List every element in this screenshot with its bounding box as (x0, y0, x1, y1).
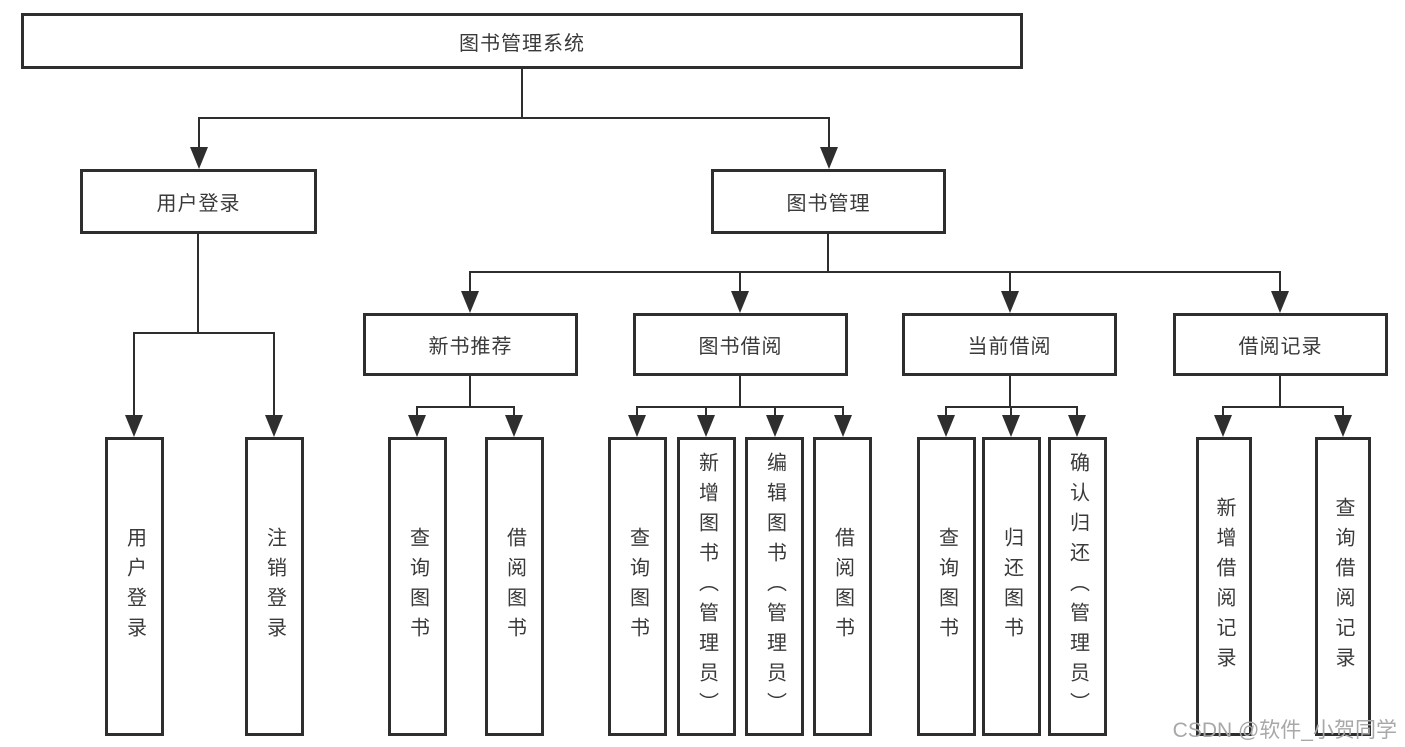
leaf-label: 查询图书 (626, 526, 649, 647)
arrowhead-book-mgmt (820, 147, 838, 169)
leaf-label: 新增图书（管理员） (695, 451, 718, 722)
connector-current-stem (1009, 376, 1011, 407)
connector-drop-bb-edit (774, 406, 776, 417)
leaf-label: 新增借阅记录 (1213, 496, 1235, 677)
connector-drop-rec-add (1222, 406, 1224, 417)
node-label: 借阅记录 (1238, 336, 1323, 358)
connector-drop-bb-query (636, 406, 638, 417)
connector-drop-logout-leaf (273, 332, 275, 416)
connector-bookmgmt-branch (469, 271, 1281, 273)
arrowhead-user-login (190, 147, 208, 169)
connector-newbooks-branch (416, 406, 515, 408)
connector-drop-login-leaf (133, 332, 135, 416)
node-borrowing-records: 借阅记录 (1173, 313, 1388, 376)
arrowhead-bb-edit (766, 415, 784, 437)
node-library-management-system: 图书管理系统 (21, 13, 1023, 69)
leaf-label: 注销登录 (263, 526, 286, 647)
arrowhead-logout-leaf (265, 415, 283, 437)
node-new-book-recommend: 新书推荐 (363, 313, 578, 376)
connector-drop-book-mgmt (828, 117, 830, 149)
connector-drop-cb-confirm (1076, 406, 1078, 417)
connector-drop-nb-borrow (513, 406, 515, 417)
leaf-rec-add-record: 新增借阅记录 (1196, 437, 1252, 736)
leaf-cb-return-books: 归还图书 (982, 437, 1041, 736)
connector-drop-cb-query (945, 406, 947, 417)
arrowhead-borrow-records (1271, 291, 1289, 313)
connector-drop-user-login (198, 117, 200, 149)
csdn-watermark: CSDN @软件_小贺同学 (1172, 719, 1397, 742)
arrowhead-book-borrow (731, 291, 749, 313)
leaf-label: 用户登录 (123, 526, 146, 647)
node-label: 新书推荐 (428, 336, 513, 358)
leaf-label: 确认归还（管理员） (1066, 451, 1089, 722)
connector-drop-current-borrow (1009, 271, 1011, 293)
connector-drop-bb-borrow (842, 406, 844, 417)
connector-borrowing-stem (739, 376, 741, 407)
connector-drop-nb-query (416, 406, 418, 417)
connector-drop-book-borrow (739, 271, 741, 293)
connector-root-stem (521, 69, 523, 118)
connector-newbooks-stem (469, 376, 471, 407)
leaf-logout: 注销登录 (245, 437, 304, 736)
arrowhead-current-borrow (1001, 291, 1019, 313)
node-book-borrowing: 图书借阅 (633, 313, 848, 376)
connector-records-stem (1279, 376, 1281, 407)
arrowhead-nb-query (408, 415, 426, 437)
leaf-label: 查询借阅记录 (1332, 496, 1354, 677)
leaf-bb-query-books: 查询图书 (608, 437, 667, 736)
leaf-bb-add-books-admin: 新增图书（管理员） (677, 437, 736, 736)
arrowhead-login-leaf (125, 415, 143, 437)
arrowhead-nb-borrow (505, 415, 523, 437)
arrowhead-new-books (461, 291, 479, 313)
connector-drop-bb-add (705, 406, 707, 417)
connector-drop-rec-query (1342, 406, 1344, 417)
node-current-borrowing: 当前借阅 (902, 313, 1117, 376)
leaf-label: 编辑图书（管理员） (763, 451, 786, 722)
connector-bookmgmt-stem (827, 234, 829, 273)
node-book-management-group: 图书管理 (711, 169, 946, 234)
node-label: 图书管理系统 (459, 32, 585, 55)
leaf-nb-borrow-books: 借阅图书 (485, 437, 544, 736)
leaf-rec-query-record: 查询借阅记录 (1315, 437, 1371, 736)
leaf-label: 借阅图书 (831, 526, 854, 647)
arrowhead-bb-borrow (834, 415, 852, 437)
leaf-label: 借阅图书 (503, 526, 526, 647)
connector-drop-cb-return (1010, 406, 1012, 417)
leaf-label: 归还图书 (1000, 526, 1023, 647)
arrowhead-rec-query (1334, 415, 1352, 437)
connector-drop-borrow-records (1279, 271, 1281, 293)
node-label: 图书管理 (786, 193, 871, 215)
connector-records-branch (1222, 406, 1343, 408)
connector-borrowing-branch (636, 406, 844, 408)
connector-drop-new-books (469, 271, 471, 293)
node-label: 图书借阅 (698, 336, 783, 358)
connector-userlogin-branch (133, 332, 275, 334)
leaf-nb-query-books: 查询图书 (388, 437, 447, 736)
leaf-cb-confirm-return-admin: 确认归还（管理员） (1048, 437, 1107, 736)
arrowhead-cb-confirm (1068, 415, 1086, 437)
connector-root-branch (198, 117, 830, 119)
leaf-cb-query-books: 查询图书 (917, 437, 976, 736)
node-label: 当前借阅 (967, 336, 1052, 358)
arrowhead-bb-query (628, 415, 646, 437)
node-label: 用户登录 (156, 193, 241, 215)
leaf-user-login: 用户登录 (105, 437, 164, 736)
arrowhead-cb-return (1002, 415, 1020, 437)
node-user-login-group: 用户登录 (80, 169, 317, 234)
arrowhead-cb-query (937, 415, 955, 437)
leaf-label: 查询图书 (935, 526, 958, 647)
connector-userlogin-stem (197, 234, 199, 333)
leaf-bb-edit-books-admin: 编辑图书（管理员） (745, 437, 804, 736)
leaf-bb-borrow-books: 借阅图书 (813, 437, 872, 736)
arrowhead-rec-add (1214, 415, 1232, 437)
arrowhead-bb-add (697, 415, 715, 437)
leaf-label: 查询图书 (406, 526, 429, 647)
